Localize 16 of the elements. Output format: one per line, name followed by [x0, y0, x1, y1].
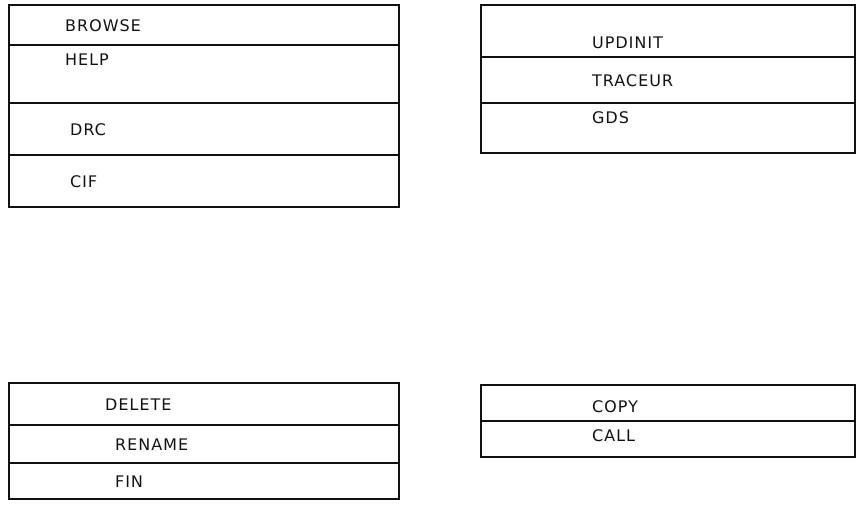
- menu-item: COPY: [482, 386, 854, 422]
- menu-item: FIN: [10, 464, 398, 498]
- menu-item: HELP: [10, 46, 398, 104]
- menu-box: [480, 4, 856, 154]
- menu-item: GDS: [482, 104, 854, 152]
- menu-box: [480, 384, 856, 458]
- menu-item: BROWSE: [10, 6, 398, 46]
- menu-item: DRC: [10, 104, 398, 156]
- menu-item: RENAME: [10, 426, 398, 464]
- menu-box: [8, 4, 400, 208]
- menu-item: UPDINIT: [482, 6, 854, 58]
- menu-item: DELETE: [10, 384, 398, 426]
- menu-item: TRACEUR: [482, 58, 854, 104]
- menu-item: CALL: [482, 422, 854, 458]
- menu-box: [8, 382, 400, 500]
- menu-item: CIF: [10, 156, 398, 206]
